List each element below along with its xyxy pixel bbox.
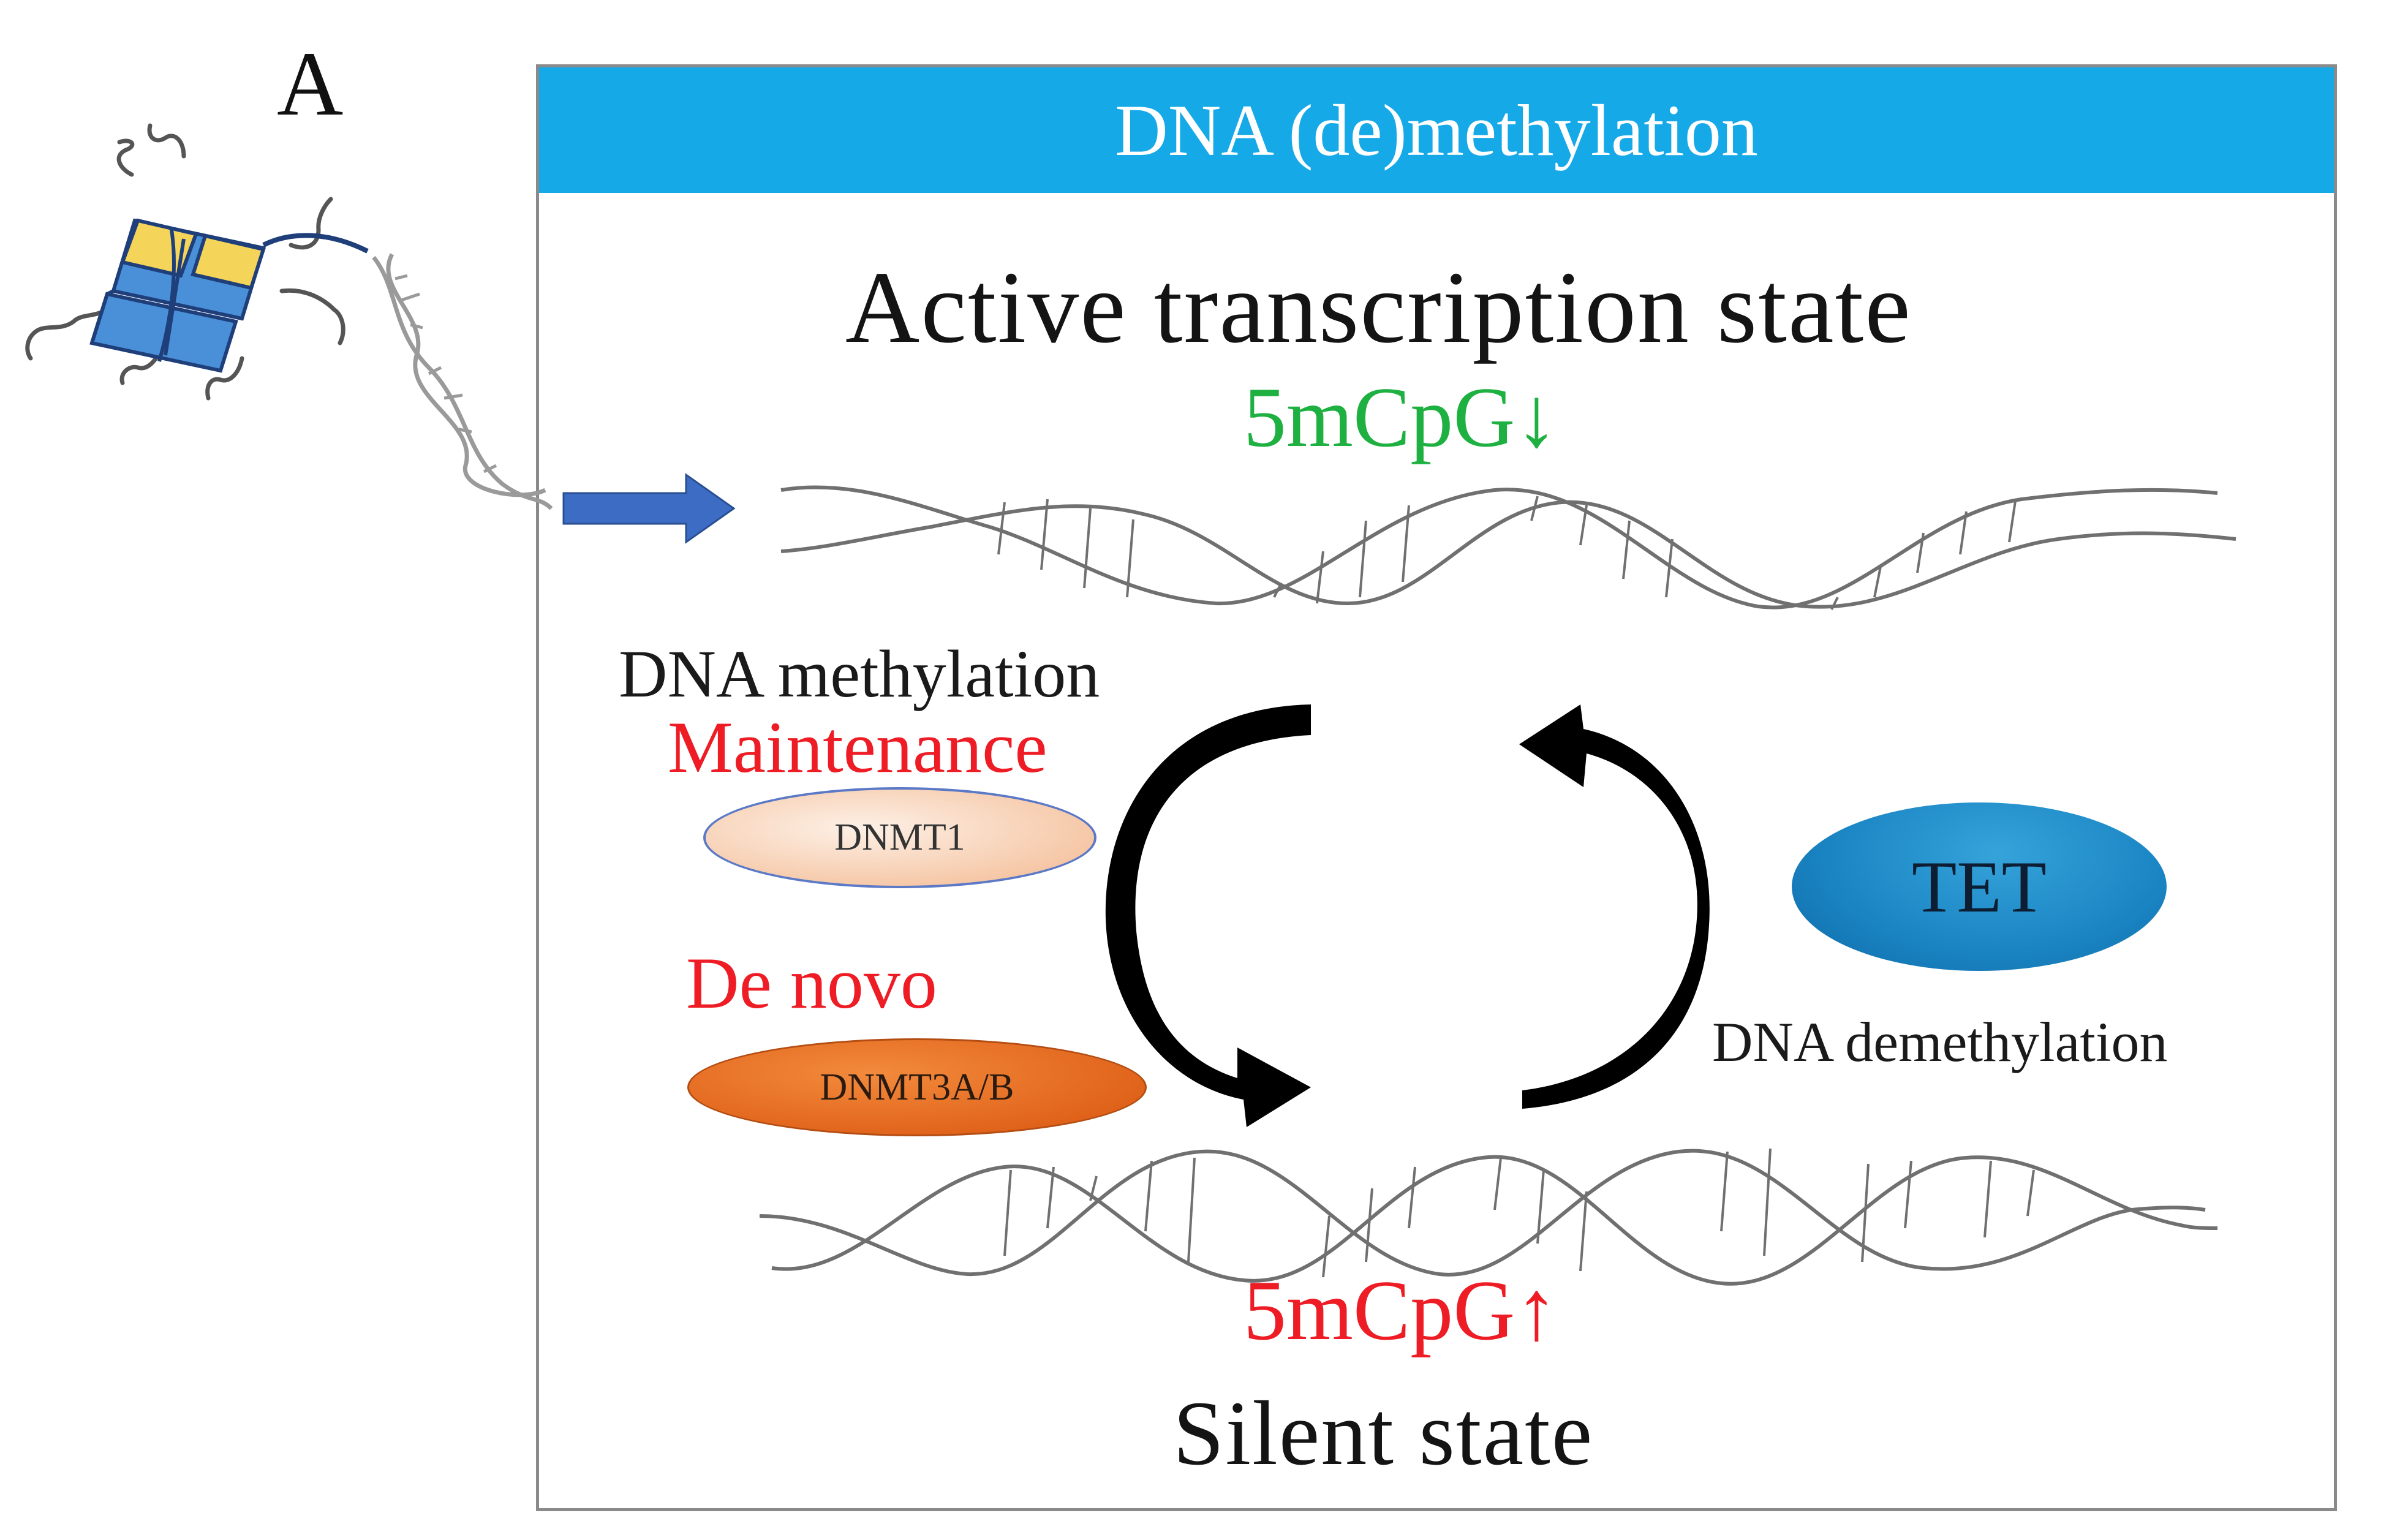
active-state-title: Active transcription state <box>845 251 1912 364</box>
panel-header: DNA (de)methylation <box>539 67 2334 193</box>
panel-label: A <box>277 33 344 135</box>
pointer-arrow-icon <box>562 473 736 544</box>
tet-label: TET <box>1912 845 2047 927</box>
nucleosome-icon <box>25 123 369 401</box>
dnmt3ab-enzyme: DNMT3A/B <box>687 1038 1147 1136</box>
dna-helix-icon <box>759 1148 2218 1286</box>
dnmt1-label: DNMT1 <box>834 817 965 858</box>
tet-enzyme: TET <box>1792 802 2167 971</box>
maintenance-label: Maintenance <box>668 706 1047 788</box>
silent-state-title: Silent state <box>1173 1383 1594 1484</box>
dnmt3ab-label: DNMT3A/B <box>820 1066 1014 1108</box>
denovo-label: De novo <box>686 942 937 1024</box>
dna-methylation-label: DNA methylation <box>619 636 1100 711</box>
dna-helix-icon <box>780 485 2236 610</box>
panel-title: DNA (de)methylation <box>1115 89 1758 171</box>
methylation-decrease-label: 5mCpG↓ <box>1244 370 1558 465</box>
methylation-increase-label: 5mCpG↑ <box>1244 1263 1558 1358</box>
dna-helix-icon <box>372 253 553 510</box>
dna-demethylation-label: DNA demethylation <box>1712 1011 2168 1073</box>
cycle-arrow-icon <box>1105 704 1710 1127</box>
dnmt1-enzyme: DNMT1 <box>703 787 1096 888</box>
diagram-panel: DNA (de)methylation <box>536 64 2337 1511</box>
